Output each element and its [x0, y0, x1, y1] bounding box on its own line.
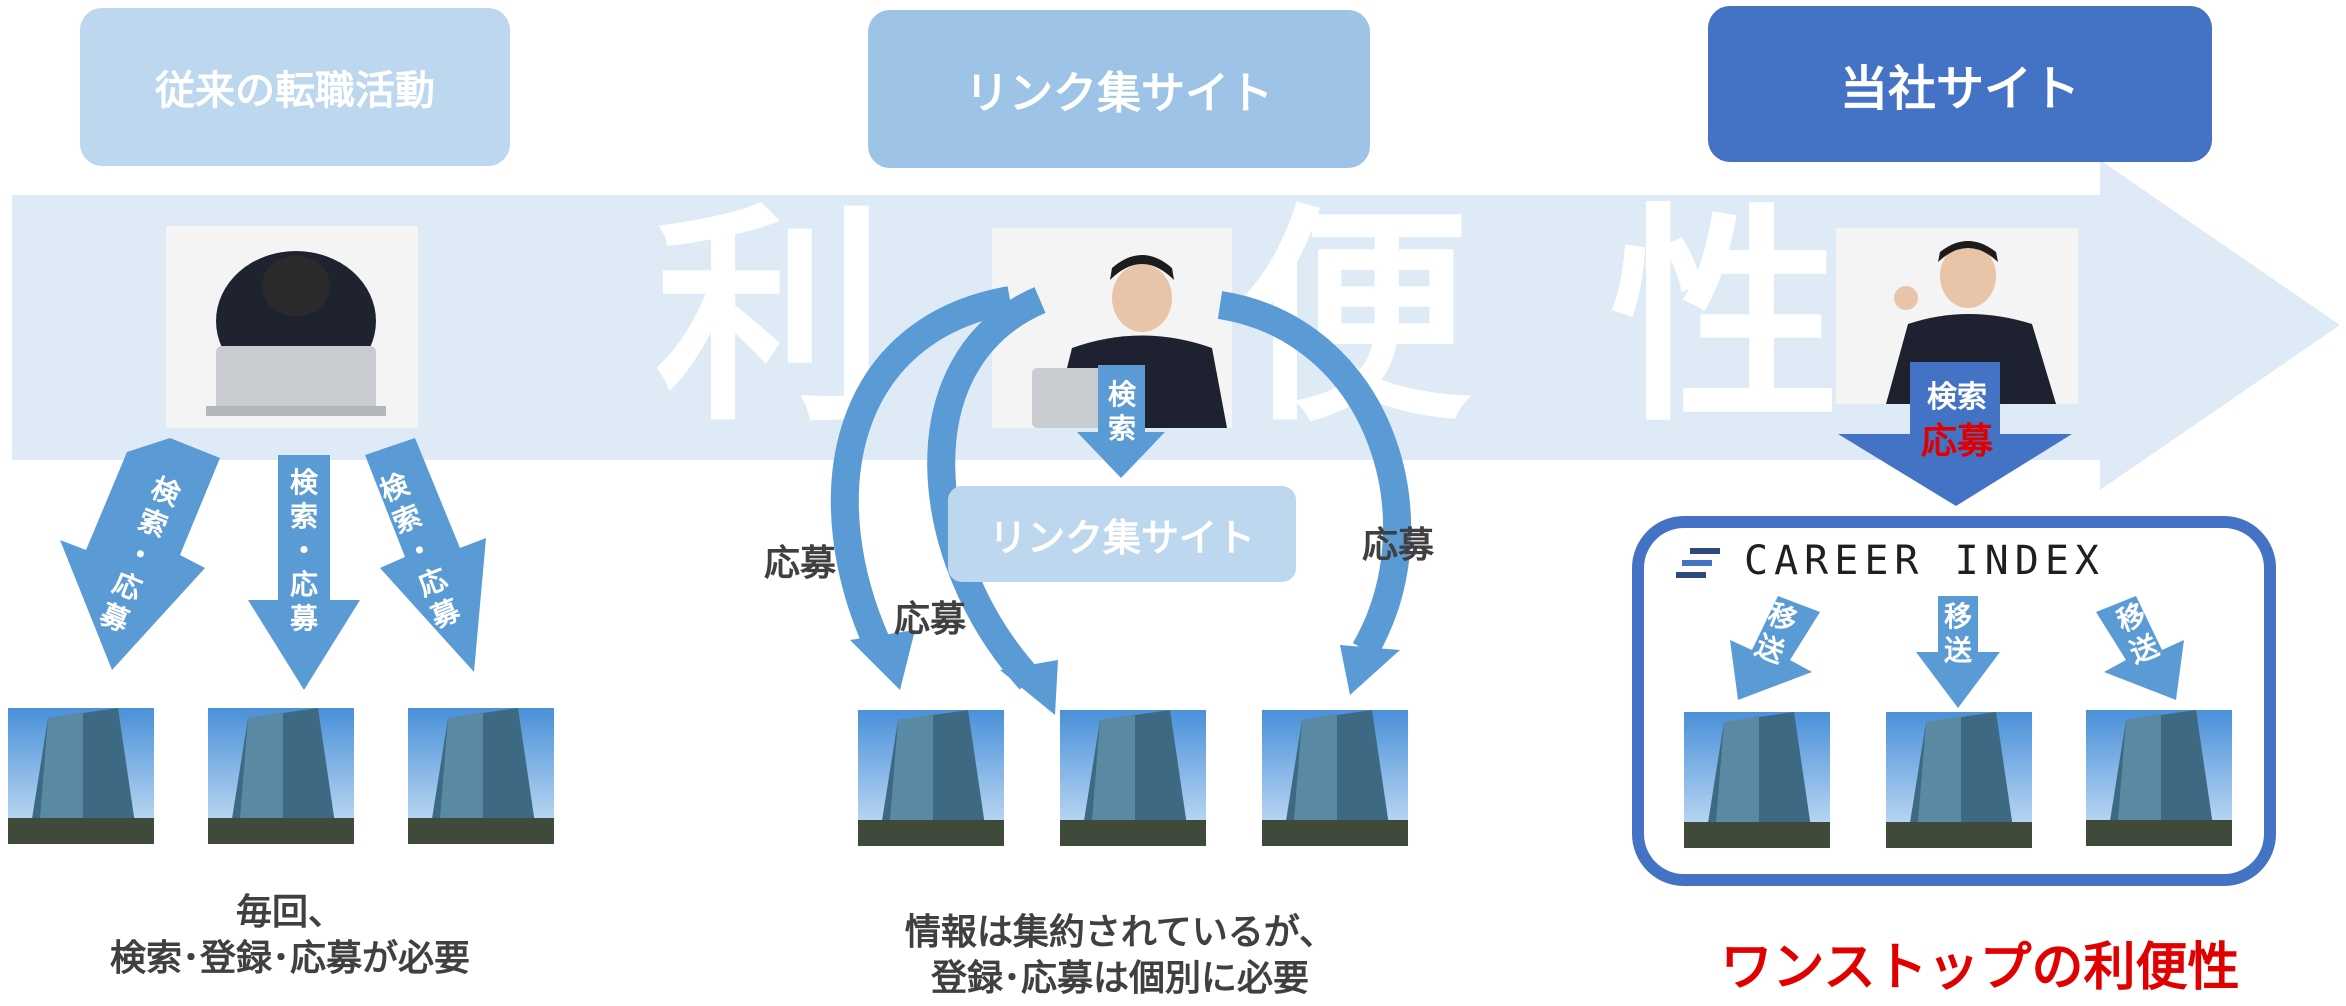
char: 索	[289, 500, 318, 533]
company-building-image	[8, 708, 154, 844]
background-char-ri: 利	[655, 186, 886, 453]
career-index-logo-text: CAREER INDEX	[1744, 538, 2105, 584]
person-frustrated-image	[166, 226, 418, 428]
char: 索	[1107, 412, 1136, 445]
header-link-site-label: リンク集サイト	[965, 68, 1273, 119]
company-building-image	[1262, 710, 1408, 846]
apply-label-left: 応募	[764, 543, 837, 584]
our-site-tagline: ワンストップの利便性	[1720, 938, 2240, 998]
person-tired-image	[992, 228, 1232, 428]
traditional-caption-line2: 検索･登録･応募が必要	[109, 938, 470, 979]
char: 送	[1943, 634, 1972, 667]
char: ・	[289, 534, 318, 567]
char: 検	[1107, 378, 1136, 411]
career-index-box	[1632, 516, 2276, 886]
our-site-apply-label: 応募	[1920, 421, 1993, 462]
traditional-caption: 毎回、 検索･登録･応募が必要	[40, 890, 540, 982]
char: 検	[289, 466, 318, 499]
link-site-search-label: 検 索	[1100, 378, 1144, 446]
apply-label-right: 応募	[1362, 525, 1435, 566]
company-building-image	[858, 710, 1004, 846]
traditional-caption-line1: 毎回、	[235, 892, 344, 933]
company-building-image	[1060, 710, 1206, 846]
link-site-caption-line1: 情報は集約されているが、	[904, 912, 1336, 953]
background-char-sei: 性	[1610, 186, 1841, 453]
char: 応	[289, 568, 318, 601]
header-traditional-label: 従来の転職活動	[155, 68, 435, 114]
career-index-logo-mark	[1676, 548, 1720, 578]
link-site-inner-label: リンク集サイト	[988, 515, 1255, 560]
char: 募	[289, 602, 318, 635]
link-site-caption: 情報は集約されているが、 登録･応募は個別に必要	[820, 910, 1420, 1002]
company-building-image	[1886, 712, 2032, 848]
transfer-label-mid: 移 送	[1938, 600, 1978, 668]
link-site-caption-line2: 登録･応募は個別に必要	[930, 958, 1309, 999]
company-building-image	[2086, 710, 2232, 846]
header-our-site-label: 当社サイト	[1839, 61, 2080, 117]
company-building-image	[408, 708, 554, 844]
company-building-image	[1684, 712, 1830, 848]
company-building-image	[208, 708, 354, 844]
header-link-site: リンク集サイト	[868, 10, 1370, 168]
header-our-site: 当社サイト	[1708, 6, 2212, 162]
link-site-inner-box: リンク集サイト	[948, 486, 1296, 582]
char: 移	[1943, 600, 1972, 633]
traditional-arrow-mid-label: 検 索 ・ 応 募	[264, 466, 344, 636]
apply-label-mid: 応募	[894, 599, 967, 640]
header-traditional: 従来の転職活動	[80, 8, 510, 166]
our-site-search-label: 検索	[1927, 380, 1987, 415]
